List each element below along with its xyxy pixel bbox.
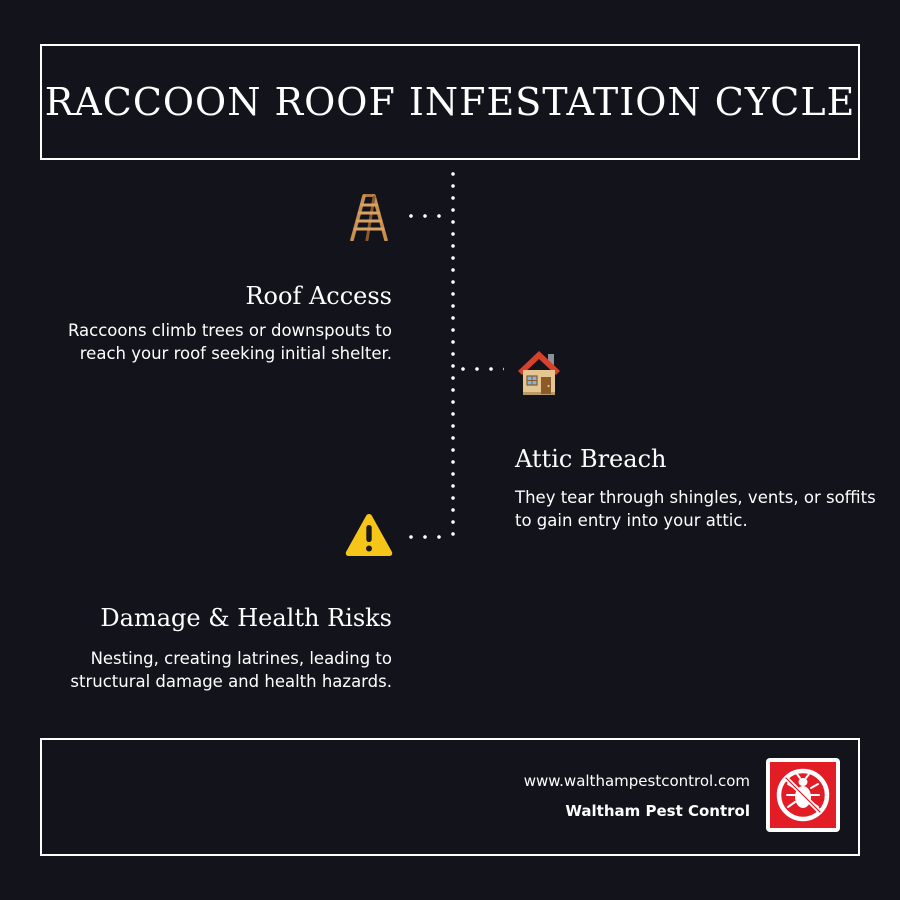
timeline-line bbox=[451, 168, 455, 540]
no-pest-logo-icon bbox=[766, 758, 840, 832]
warning-icon bbox=[344, 512, 393, 560]
step-desc-attic-breach: They tear through shingles, vents, or so… bbox=[515, 488, 876, 530]
step-desc-roof-access: Raccoons climb trees or downspouts to re… bbox=[67, 321, 392, 363]
step-title-attic-breach: Attic Breach bbox=[515, 445, 667, 473]
page-title: RACCOON ROOF INFESTATION CYCLE bbox=[44, 80, 856, 124]
connector-step-1 bbox=[404, 214, 450, 218]
ladder-icon bbox=[345, 193, 393, 242]
step-desc-damage-health: Nesting, creating latrines, leading to s… bbox=[70, 649, 392, 691]
step-title-roof-access: Roof Access bbox=[245, 282, 392, 310]
title-banner: RACCOON ROOF INFESTATION CYCLE bbox=[40, 44, 860, 160]
connector-step-3 bbox=[404, 535, 450, 539]
footer-banner: www.walthampestcontrol.com Waltham Pest … bbox=[40, 738, 860, 856]
house-icon bbox=[515, 348, 563, 396]
step-title-damage-health: Damage & Health Risks bbox=[100, 604, 392, 632]
connector-step-2 bbox=[456, 367, 504, 371]
footer-company-name: Waltham Pest Control bbox=[565, 802, 750, 820]
footer-website-link[interactable]: www.walthampestcontrol.com bbox=[523, 772, 750, 790]
